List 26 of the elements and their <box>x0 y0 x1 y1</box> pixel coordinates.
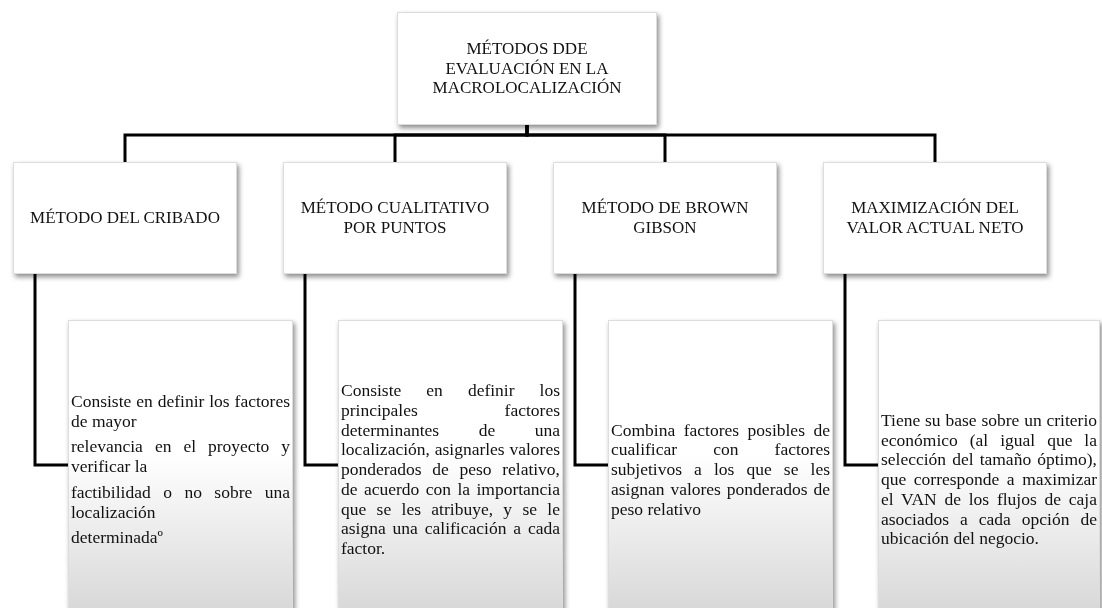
connector-line <box>303 274 338 467</box>
description-text: factibilidad o no sobre una localización <box>71 482 290 523</box>
heading-text: MÉTODO CUALITATIVO POR PUNTOS <box>299 198 491 238</box>
description-text: Consiste en definir los principales factores determinantes de una localización, asignarles valores ponderados de peso relativo, de acuerdo con la importancia que se les atribuye, y se le asigna una calificación a cada factor. <box>341 381 560 559</box>
description-box <box>68 320 293 608</box>
heading-text: MAXIMIZACIÓN DEL VALOR ACTUAL NETO <box>845 198 1025 238</box>
heading-text: MÉTODO DE BROWN GIBSON <box>580 198 750 238</box>
connector-line <box>573 274 608 467</box>
connector-line <box>525 125 937 162</box>
connector-line <box>33 274 68 467</box>
description-text: Tiene su base sobre un criterio económico (al igual que la selección del tamaño óptimo), que corresponde a maximizar el VAN de los flujos de caja asociados a cada opción de ubicación del negocio. <box>881 410 1097 550</box>
heading-text: MÉTODOS DDE EVALUACIÓN EN LA MACROLOCALIZACIÓN <box>431 39 623 98</box>
title-box <box>397 12 657 125</box>
description-text: Combina factores posibles de cualificar con factores subjetivos a los que se les asignan valores ponderados de peso relativo <box>611 420 830 520</box>
connector-line <box>843 274 878 467</box>
description-box <box>878 320 1100 608</box>
description-box <box>338 320 563 608</box>
method-box <box>553 162 777 274</box>
method-box <box>823 162 1047 274</box>
method-box <box>13 162 237 274</box>
description-box <box>608 320 833 608</box>
description-text: relevancia en el proyecto y verificar la <box>71 437 290 477</box>
description-text: Consiste en definir los factores de mayor <box>71 391 290 432</box>
method-box <box>283 162 507 274</box>
description-text: determinadaº <box>71 528 164 549</box>
heading-text: MÉTODO DEL CRIBADO <box>29 208 221 228</box>
